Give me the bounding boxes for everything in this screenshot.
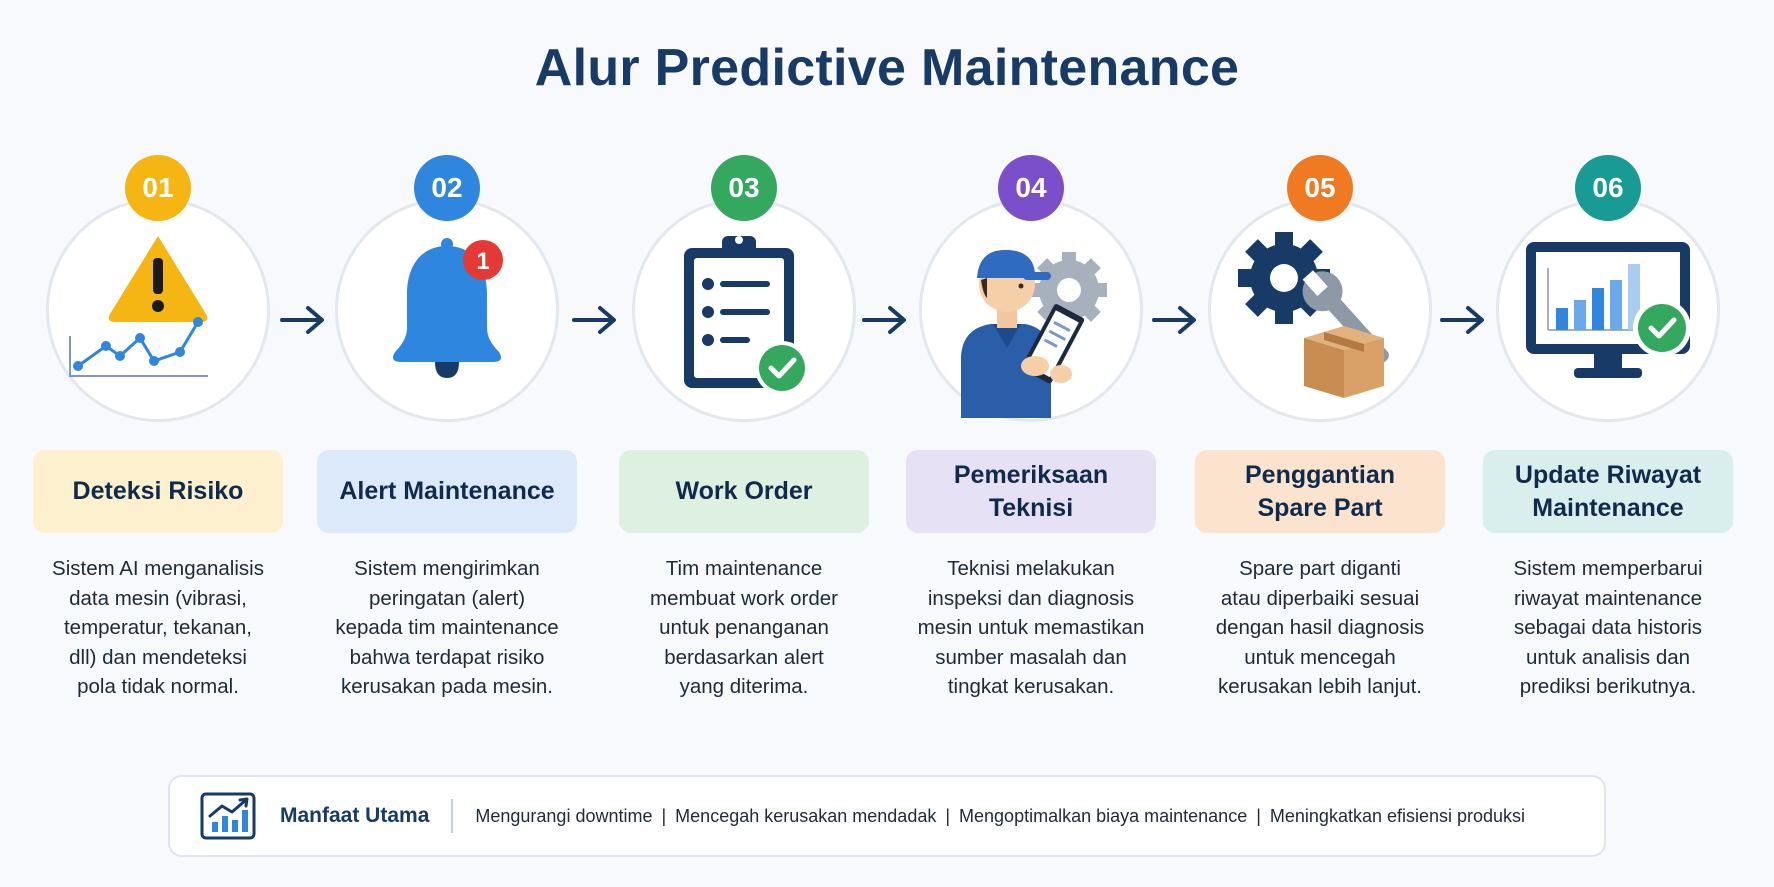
benefit-item: Mencegah kerusakan mendadak <box>675 805 937 826</box>
clipboard-check-icon <box>684 236 809 395</box>
desc-line: kepada tim maintenance <box>335 616 559 639</box>
arrow-right-icon <box>1152 306 1196 334</box>
desc-line: prediksi berikutnya. <box>1519 675 1697 698</box>
desc-line: riwayat maintenance <box>1513 586 1702 610</box>
desc-line: tingkat kerusakan. <box>947 675 1115 698</box>
desc-line: untuk penanganan <box>659 616 829 639</box>
desc-line: atau diperbaiki sesuai <box>1220 586 1420 610</box>
desc-line: untuk analisis dan <box>1525 645 1691 669</box>
desc-line: peringatan (alert) <box>368 586 526 610</box>
step-1-label: Deteksi Risiko <box>33 450 283 533</box>
desc-line: Teknisi melakukan <box>947 557 1115 580</box>
desc-line: mesin untuk memastikan <box>917 616 1145 639</box>
step-6-number: 06 <box>1575 155 1641 221</box>
desc-line: dengan hasil diagnosis <box>1215 616 1425 639</box>
step-6: 06 Update Riwayat Maintenance Sistem mem… <box>1483 150 1733 710</box>
label-line: Pemeriksaan <box>953 461 1109 489</box>
step-5-number: 05 <box>1287 155 1353 221</box>
growth-chart-icon <box>200 792 256 840</box>
desc-line: inspeksi dan diagnosis <box>927 586 1135 610</box>
step-1-number: 01 <box>125 155 191 221</box>
desc-line: Tim maintenance <box>665 557 823 580</box>
gear-wrench-box-icon <box>1238 232 1389 398</box>
label-line: Update Riwayat <box>1514 461 1702 489</box>
notification-count: 1 <box>476 248 489 275</box>
step-5-description: Spare part diganti atau diperbaiki sesua… <box>1185 554 1455 702</box>
separator: | <box>945 805 951 826</box>
step-2-label: Alert Maintenance <box>317 450 577 533</box>
arrow-right-icon <box>862 306 906 334</box>
desc-line: berdasarkan alert <box>664 645 824 669</box>
step-3-description: Tim maintenance membuat work order untuk… <box>609 554 879 702</box>
desc-line: sebagai data historis <box>1513 616 1703 639</box>
technician-icon <box>961 249 1107 418</box>
label-line: Spare Part <box>1257 493 1383 522</box>
desc-line: Spare part diganti <box>1239 557 1401 580</box>
step-1-description: Sistem AI menganalisis data mesin (vibra… <box>23 554 293 702</box>
desc-line: pola tidak normal. <box>77 675 239 698</box>
step-3-number: 03 <box>711 155 777 221</box>
step-4: 04 Pemeriks <box>906 150 1156 710</box>
step-3-label: Work Order <box>619 450 869 533</box>
benefit-item: Mengoptimalkan biaya maintenance <box>959 805 1248 826</box>
desc-line: Sistem mengirimkan <box>354 557 540 580</box>
step-1: 01 Deteksi Risiko Sistem AI menganalisis… <box>33 150 283 710</box>
arrow-right-icon <box>572 306 616 334</box>
desc-line: untuk mencegah <box>1244 645 1396 669</box>
label-line: Teknisi <box>988 493 1074 522</box>
benefit-item: Meningkatkan efisiensi produksi <box>1269 805 1526 826</box>
benefit-item: Mengurangi downtime <box>475 805 653 826</box>
step-4-label: Pemeriksaan Teknisi <box>906 450 1156 533</box>
step-5: 05 Penggantian Spare Part Spare pa <box>1195 150 1445 710</box>
step-3: 03 Work Order Tim maintenance membuat wo… <box>619 150 869 710</box>
divider <box>451 799 454 833</box>
warning-chart-icon <box>69 236 208 377</box>
desc-line: yang diterima. <box>679 675 809 698</box>
step-4-number: 04 <box>998 155 1064 221</box>
step-2-description: Sistem mengirimkan peringatan (alert) ke… <box>312 554 582 702</box>
monitor-check-icon <box>1526 242 1691 378</box>
desc-line: kerusakan lebih lanjut. <box>1218 675 1422 698</box>
arrow-right-icon <box>280 306 324 334</box>
desc-line: Sistem memperbarui <box>1513 557 1703 580</box>
benefits-bar: Manfaat Utama Mengurangi downtime | Menc… <box>168 775 1606 857</box>
desc-line: Sistem AI menganalisis <box>52 557 264 580</box>
separator: | <box>1256 805 1261 826</box>
desc-line: data mesin (vibrasi, <box>69 586 247 610</box>
separator: | <box>661 805 667 826</box>
step-4-description: Teknisi melakukan inspeksi dan diagnosis… <box>896 554 1166 702</box>
benefits-list: Mengurangi downtime | Mencegah kerusakan… <box>475 806 1525 827</box>
desc-line: temperatur, tekanan, <box>63 616 253 639</box>
desc-line: kerusakan pada mesin. <box>341 675 553 698</box>
step-5-label: Penggantian Spare Part <box>1195 450 1445 533</box>
desc-line: sumber masalah dan <box>935 645 1127 669</box>
desc-line: membuat work order <box>650 586 838 610</box>
desc-line: dll) dan mendeteksi <box>69 645 247 669</box>
label-line: Maintenance <box>1532 493 1684 522</box>
desc-line: bahwa terdapat risiko <box>349 645 545 669</box>
step-6-description: Sistem memperbarui riwayat maintenance s… <box>1473 554 1743 702</box>
label-line: Penggantian <box>1244 461 1395 489</box>
step-6-label: Update Riwayat Maintenance <box>1483 450 1733 533</box>
benefits-title: Manfaat Utama <box>280 804 430 827</box>
step-2: 02 1 Alert Maintenance Sistem mengirimka… <box>317 150 577 710</box>
step-2-number: 02 <box>414 155 480 221</box>
bell-alert-icon: 1 <box>393 238 503 378</box>
page-title: Alur Predictive Maintenance <box>534 39 1240 97</box>
arrow-right-icon <box>1440 306 1484 334</box>
